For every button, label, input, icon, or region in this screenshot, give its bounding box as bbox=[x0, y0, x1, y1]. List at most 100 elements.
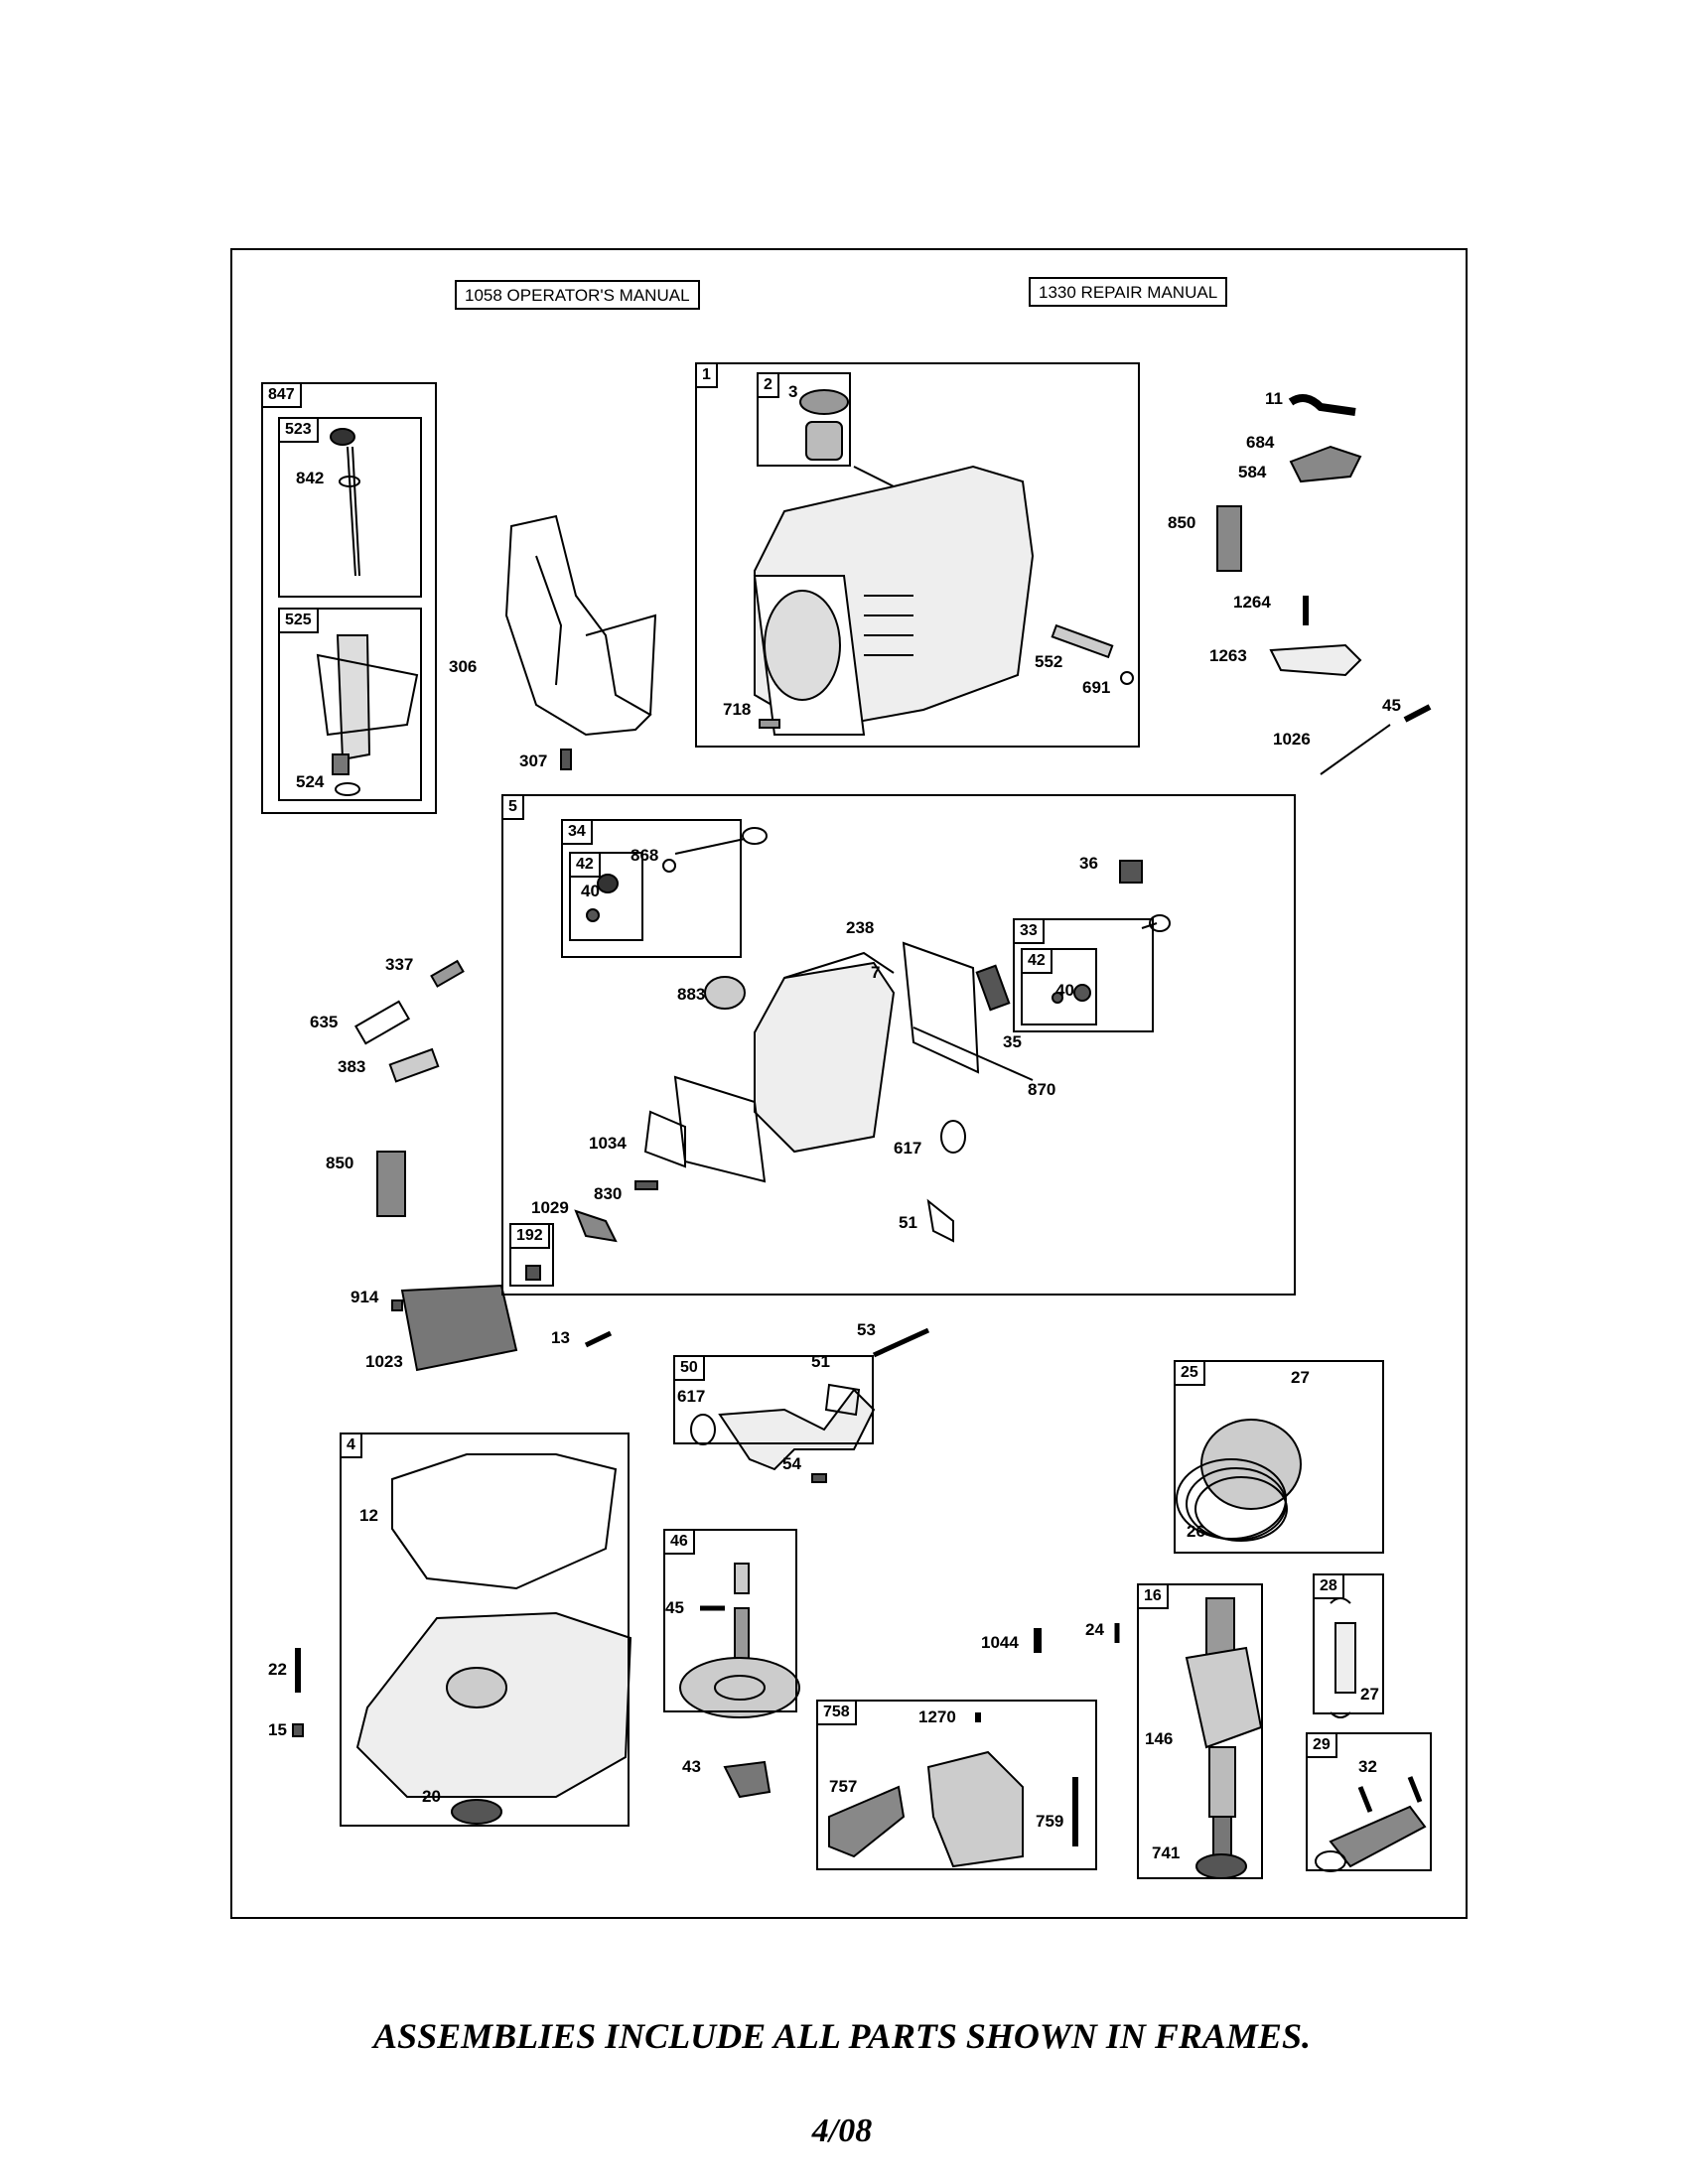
frame-label-16: 16 bbox=[1137, 1583, 1169, 1609]
callout-20: 20 bbox=[422, 1787, 441, 1806]
callout-552: 552 bbox=[1035, 652, 1063, 671]
callout-584: 584 bbox=[1238, 463, 1267, 481]
frame-label-29: 29 bbox=[1306, 1732, 1337, 1758]
callout-51-a: 51 bbox=[899, 1213, 917, 1232]
bolt-307-illustration bbox=[560, 749, 572, 770]
frame-label-34: 34 bbox=[561, 819, 593, 845]
frame-label-42-a: 42 bbox=[569, 852, 601, 878]
page-number: 4/08 bbox=[811, 2113, 873, 2149]
frame-523 bbox=[278, 417, 422, 598]
frame-label-42-b: 42 bbox=[1021, 948, 1052, 974]
callout-32: 32 bbox=[1358, 1757, 1377, 1776]
blower-housing-illustration bbox=[504, 514, 657, 737]
cylinder-block-illustration bbox=[753, 389, 1134, 736]
callout-830: 830 bbox=[594, 1184, 623, 1203]
callout-146: 146 bbox=[1145, 1729, 1174, 1748]
sealant-tube-850-illustration bbox=[1216, 505, 1242, 572]
cylinder-head-illustration bbox=[525, 827, 1171, 1281]
crankcase-illustration bbox=[292, 1453, 632, 1825]
callout-24: 24 bbox=[1085, 1620, 1104, 1639]
frame-28 bbox=[1313, 1573, 1384, 1714]
callout-7: 7 bbox=[871, 963, 881, 982]
operators-manual-box: 1058 OPERATOR'S MANUAL bbox=[455, 280, 700, 310]
repair-manual-box: 1330 REPAIR MANUAL bbox=[1029, 277, 1228, 307]
callout-718: 718 bbox=[723, 700, 752, 719]
frame-2 bbox=[757, 372, 851, 467]
callout-40-b: 40 bbox=[1055, 981, 1074, 1000]
plate-1263-illustration bbox=[1269, 643, 1362, 677]
callout-524: 524 bbox=[296, 772, 325, 791]
frame-5 bbox=[501, 794, 1296, 1296]
callout-684: 684 bbox=[1246, 433, 1275, 452]
callout-850-b: 850 bbox=[326, 1154, 354, 1172]
callout-1026: 1026 bbox=[1273, 730, 1311, 749]
frame-33 bbox=[1013, 918, 1154, 1032]
assemblies-note: ASSEMBLIES INCLUDE ALL PARTS SHOWN IN FR… bbox=[373, 2016, 1311, 2056]
callout-12: 12 bbox=[359, 1506, 378, 1525]
rod-1026-illustration bbox=[1320, 724, 1391, 775]
frame-label-5: 5 bbox=[501, 794, 524, 820]
callout-870: 870 bbox=[1028, 1080, 1056, 1099]
callout-842: 842 bbox=[296, 469, 325, 487]
frame-label-4: 4 bbox=[340, 1433, 362, 1458]
callout-54: 54 bbox=[782, 1454, 801, 1473]
frame-42-b bbox=[1021, 948, 1097, 1025]
callout-1263: 1263 bbox=[1209, 646, 1247, 665]
callout-850-a: 850 bbox=[1168, 513, 1196, 532]
bracket-584-illustration bbox=[1289, 445, 1362, 483]
callout-306: 306 bbox=[449, 657, 478, 676]
callout-27-a: 27 bbox=[1291, 1368, 1310, 1387]
callout-45-a: 45 bbox=[1382, 696, 1401, 715]
callout-26: 26 bbox=[1187, 1522, 1205, 1541]
hose-11-illustration bbox=[1288, 394, 1356, 416]
frame-label-1: 1 bbox=[695, 362, 718, 388]
frame-label-2: 2 bbox=[757, 372, 779, 398]
callout-741: 741 bbox=[1152, 1843, 1181, 1862]
frame-50 bbox=[673, 1355, 874, 1444]
callout-11: 11 bbox=[1265, 389, 1283, 408]
callout-36: 36 bbox=[1079, 854, 1098, 873]
callout-3: 3 bbox=[788, 382, 798, 401]
callout-51-b: 51 bbox=[811, 1352, 830, 1371]
frame-label-33: 33 bbox=[1013, 918, 1045, 944]
callout-759: 759 bbox=[1036, 1812, 1064, 1831]
frame-758 bbox=[816, 1700, 1097, 1870]
crankshaft-illustration bbox=[1185, 1597, 1263, 1879]
callout-27-b: 27 bbox=[1360, 1685, 1379, 1704]
callout-1029: 1029 bbox=[531, 1198, 569, 1217]
callout-1270: 1270 bbox=[918, 1707, 956, 1726]
frame-16 bbox=[1137, 1583, 1263, 1879]
frame-42-a bbox=[569, 852, 643, 941]
frame-label-525: 525 bbox=[278, 608, 319, 633]
callout-307: 307 bbox=[519, 751, 548, 770]
piston-illustration bbox=[1176, 1419, 1302, 1542]
frame-label-28: 28 bbox=[1313, 1573, 1344, 1599]
callout-914: 914 bbox=[351, 1288, 379, 1306]
callout-337: 337 bbox=[385, 955, 414, 974]
frame-label-25: 25 bbox=[1174, 1360, 1205, 1386]
callout-1044: 1044 bbox=[981, 1633, 1019, 1652]
callout-40-a: 40 bbox=[581, 882, 600, 900]
callout-868: 868 bbox=[631, 846, 659, 865]
bolt-45-illustration bbox=[1403, 704, 1432, 723]
balancer-assembly-illustration bbox=[828, 1712, 1078, 1868]
frame-label-847: 847 bbox=[261, 382, 302, 408]
callout-383: 383 bbox=[338, 1057, 366, 1076]
callout-1264: 1264 bbox=[1233, 593, 1271, 612]
camshaft-gear-illustration bbox=[679, 1563, 800, 1718]
callout-691: 691 bbox=[1082, 678, 1111, 697]
frame-847 bbox=[261, 382, 437, 814]
callout-883: 883 bbox=[677, 985, 706, 1004]
callout-15: 15 bbox=[268, 1720, 287, 1739]
frame-label-50: 50 bbox=[673, 1355, 705, 1381]
callout-22: 22 bbox=[268, 1660, 287, 1679]
callout-13: 13 bbox=[551, 1328, 570, 1347]
callout-45-b: 45 bbox=[665, 1598, 684, 1617]
frame-label-46: 46 bbox=[663, 1529, 695, 1555]
callout-757: 757 bbox=[829, 1777, 858, 1796]
callout-238: 238 bbox=[846, 918, 875, 937]
frame-4 bbox=[340, 1433, 630, 1827]
frame-34 bbox=[561, 819, 742, 958]
frame-label-192: 192 bbox=[509, 1223, 550, 1249]
